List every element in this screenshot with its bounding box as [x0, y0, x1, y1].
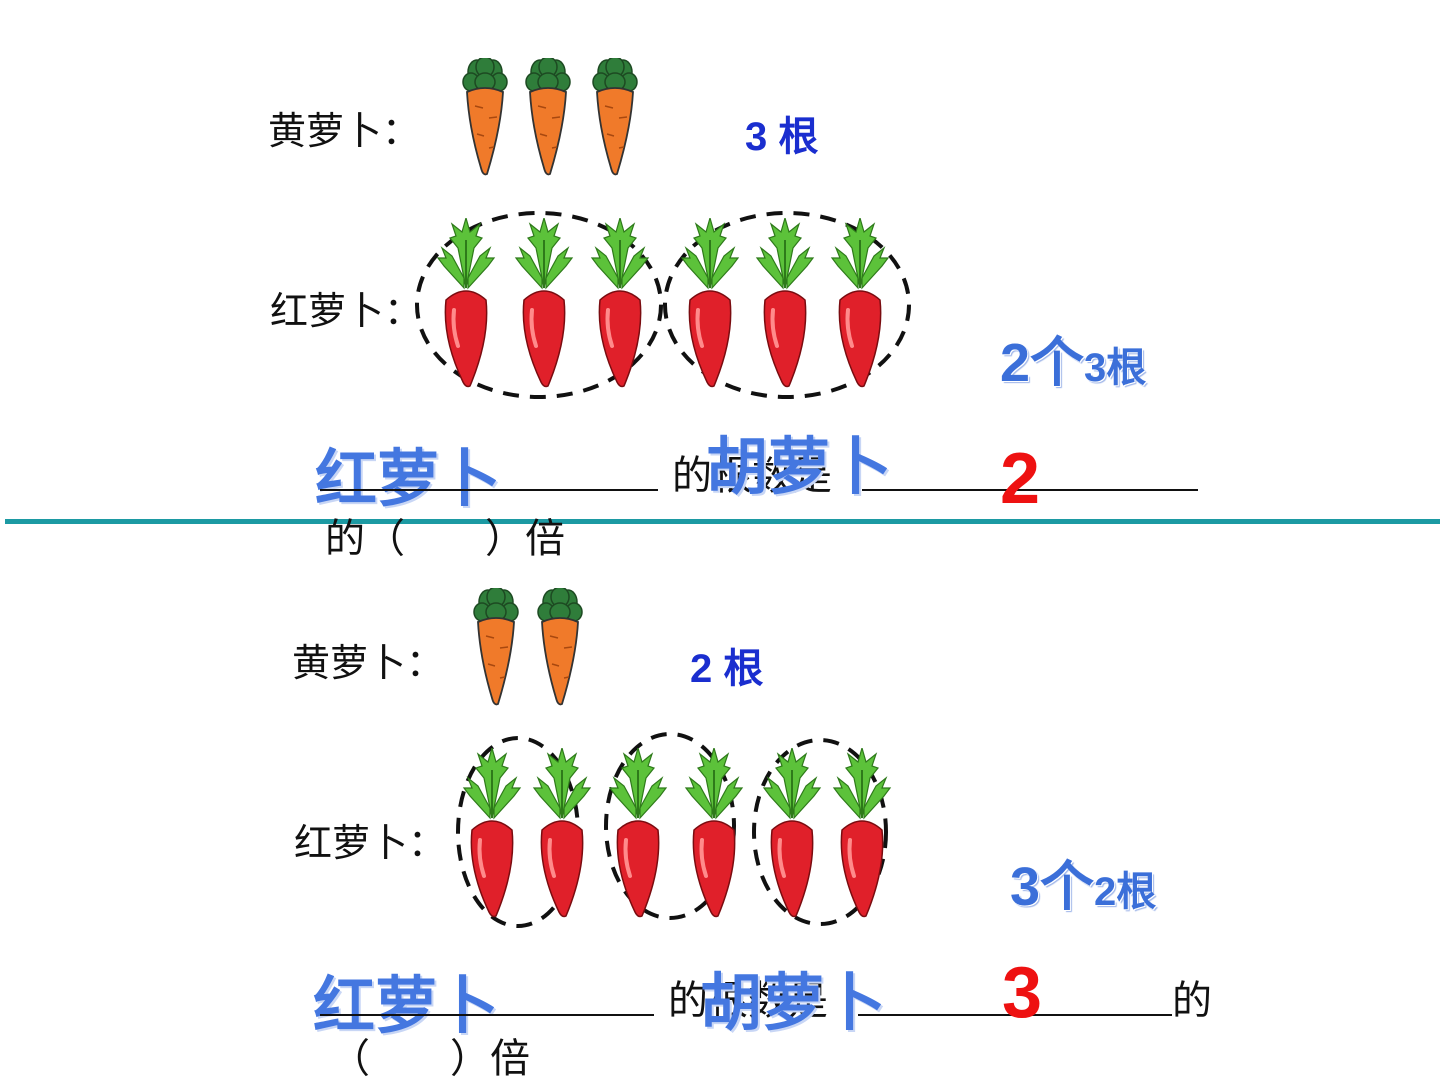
- groups-size: 3根: [1084, 346, 1147, 390]
- carrot-icon: [585, 58, 645, 178]
- sentence-end: 的（ ）倍: [325, 516, 565, 562]
- groups-count: 2个: [1000, 333, 1085, 393]
- radish-icon: [680, 218, 740, 388]
- carrot-icon: [518, 58, 578, 178]
- radish-icon: [832, 748, 892, 918]
- radish-label: 红萝卜：: [294, 821, 447, 865]
- carrot-count: 2 根: [690, 647, 764, 691]
- sentence-middle: 的根数是: [672, 453, 832, 499]
- groups-annotation: 2个3根: [1000, 318, 1146, 397]
- radish-icon: [436, 218, 496, 388]
- radish-icon: [762, 748, 822, 918]
- answer-times: 3: [1002, 953, 1043, 1033]
- carrot-icon: [530, 588, 590, 708]
- groups-size: 2根: [1094, 870, 1157, 914]
- carrot-icon: [466, 588, 526, 708]
- dashed-group-ellipse: [752, 738, 888, 926]
- answer-blank[interactable]: [320, 1014, 654, 1016]
- sentence-end: （ ）倍: [330, 1036, 530, 1082]
- radish-icon: [590, 218, 650, 388]
- group-ellipses: [415, 211, 911, 399]
- sentence-tail: 的: [1172, 978, 1212, 1024]
- radish-icon: [514, 218, 574, 388]
- carrot-icon: [455, 58, 515, 178]
- answer-red-radish: 红萝卜: [313, 969, 500, 1042]
- answer-blank[interactable]: [320, 489, 658, 491]
- radish-icon: [462, 748, 522, 918]
- groups-annotation: 3个2根: [1010, 842, 1156, 921]
- dashed-group-ellipse: [415, 211, 663, 399]
- answer-carrot: 胡萝卜: [706, 430, 893, 503]
- dashed-group-ellipse: [663, 211, 911, 399]
- answer-blank[interactable]: [862, 489, 1198, 491]
- section-divider: [5, 519, 1440, 524]
- carrot-count: 3 根: [745, 115, 819, 159]
- answer-blank[interactable]: [858, 1014, 1172, 1016]
- radish-icon: [755, 218, 815, 388]
- radish-label: 红萝卜：: [270, 289, 423, 333]
- answer-times: 2: [1000, 439, 1041, 519]
- answer-carrot: 胡萝卜: [700, 966, 887, 1039]
- carrot-label: 黄萝卜：: [268, 109, 421, 153]
- answer-red-radish: 红萝卜: [315, 442, 502, 515]
- radish-icon: [608, 748, 668, 918]
- radish-icon: [532, 748, 592, 918]
- dashed-group-ellipse: [604, 732, 736, 920]
- carrot-label: 黄萝卜：: [292, 641, 445, 685]
- groups-count: 3个: [1010, 857, 1095, 917]
- sentence-middle: 的根数是: [668, 978, 828, 1024]
- radish-icon: [830, 218, 890, 388]
- radish-icon: [684, 748, 744, 918]
